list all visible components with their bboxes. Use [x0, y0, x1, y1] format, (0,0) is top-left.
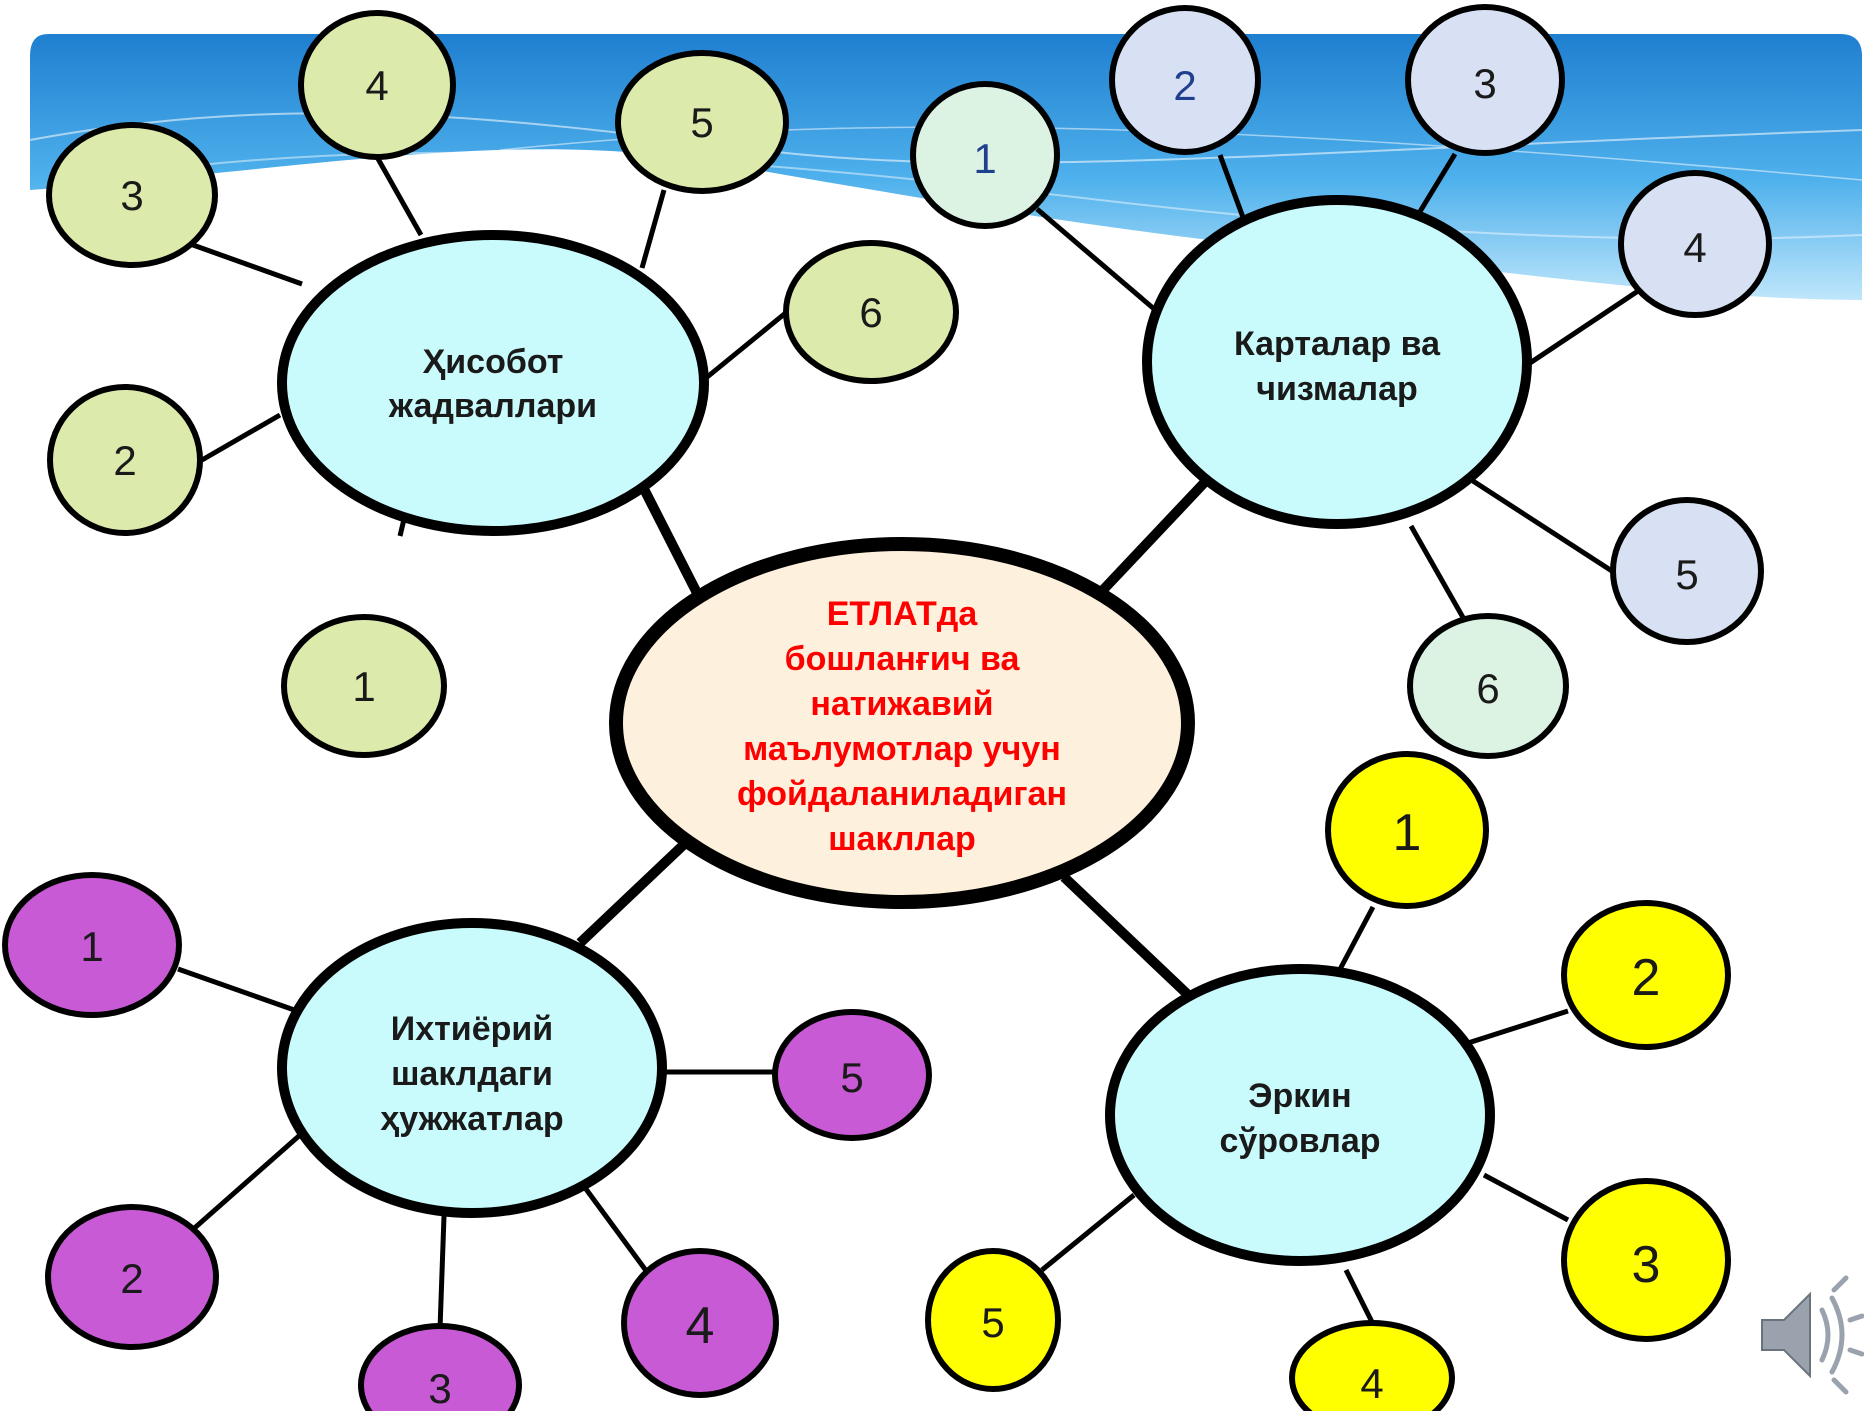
surveys-leaves: 1 2 3 4 5: [925, 751, 1731, 1411]
center-label-line3: натижавий: [810, 685, 993, 723]
reports-leaf-label: 3: [120, 172, 143, 219]
hub-maps: Карталар ва чизмалар: [1142, 195, 1532, 529]
center-label-line1: ЕТЛАТда: [827, 595, 979, 633]
surveys-leaf-3: 3: [1561, 1178, 1731, 1342]
surveys-leaf-4: 4: [1289, 1320, 1455, 1411]
hub-documents: Ихтиёрий шаклдаги ҳужжатлар: [277, 918, 667, 1218]
reports-leaf-6: 6: [783, 240, 959, 384]
documents-leaf-3: 3: [358, 1323, 522, 1411]
documents-leaf-4: 4: [621, 1248, 779, 1398]
reports-leaves: 1 2 3 4 5 6: [46, 10, 959, 758]
documents-leaf-label: 3: [428, 1365, 451, 1411]
reports-leaf-label: 4: [365, 62, 388, 109]
documents-leaf-5: 5: [772, 1009, 932, 1141]
reports-leaf-3: 3: [46, 122, 218, 268]
hub-reports-label-line1: Ҳисобот: [423, 343, 564, 381]
maps-leaf-label: 2: [1173, 62, 1196, 109]
maps-leaf-1: 1: [910, 81, 1060, 229]
reports-leaf-label: 6: [859, 289, 882, 336]
surveys-leaf-label: 4: [1360, 1360, 1383, 1407]
surveys-leaf-5: 5: [925, 1248, 1061, 1392]
maps-leaf-4: 4: [1618, 170, 1772, 318]
center-label-line6: шакллар: [828, 820, 976, 858]
surveys-leaf-2: 2: [1561, 900, 1731, 1050]
maps-leaf-6: 6: [1407, 613, 1569, 759]
documents-leaf-label: 1: [80, 923, 103, 970]
leaf-connectors: [177, 152, 1652, 1334]
maps-leaf-5: 5: [1610, 497, 1764, 645]
documents-leaf-label: 4: [686, 1297, 715, 1355]
surveys-leaf-label: 5: [981, 1299, 1004, 1346]
maps-leaf-2: 2: [1109, 5, 1261, 155]
maps-leaf-label: 4: [1683, 224, 1706, 271]
hub-maps-label-line2: чизмалар: [1256, 370, 1418, 408]
surveys-leaf-label: 3: [1632, 1236, 1661, 1294]
maps-leaf-label: 3: [1473, 60, 1496, 107]
reports-leaf-5: 5: [615, 50, 789, 194]
hub-reports-label-line2: жадваллари: [388, 387, 597, 425]
hub-documents-label-line2: шаклдаги: [391, 1055, 553, 1093]
documents-leaf-label: 5: [840, 1054, 863, 1101]
documents-leaf-2: 2: [45, 1204, 219, 1350]
surveys-leaf-label: 2: [1632, 949, 1661, 1007]
hub-surveys: Эркин сўровлар: [1105, 964, 1495, 1266]
hub-documents-label-line1: Ихтиёрий: [391, 1010, 553, 1048]
reports-leaf-4: 4: [298, 10, 456, 160]
documents-leaf-label: 2: [120, 1255, 143, 1302]
surveys-leaf-label: 1: [1393, 804, 1422, 862]
hub-surveys-label-line2: сўровлар: [1219, 1122, 1380, 1160]
center-label-line5: фойдаланиладиган: [737, 775, 1067, 813]
reports-leaf-label: 2: [113, 437, 136, 484]
hub-reports: Ҳисобот жадваллари: [277, 230, 709, 536]
hub-documents-label-line3: ҳужжатлар: [380, 1100, 563, 1138]
main-connectors: [576, 479, 1208, 1014]
surveys-leaf-1: 1: [1325, 751, 1489, 909]
center-node: ЕТЛАТда бошланғич ва натижавий маълумотл…: [609, 537, 1195, 909]
maps-leaves: 1 2 3 4 5 6: [910, 4, 1772, 759]
hub-surveys-label-line1: Эркин: [1248, 1077, 1351, 1115]
center-label-line4: маълумотлар учун: [743, 730, 1061, 768]
documents-leaf-1: 1: [2, 872, 182, 1018]
reports-leaf-2: 2: [47, 384, 203, 536]
maps-leaf-label: 5: [1675, 551, 1698, 598]
reports-leaf-label: 1: [352, 663, 375, 710]
reports-leaf-1: 1: [281, 614, 447, 758]
maps-leaf-3: 3: [1405, 4, 1565, 156]
speaker-icon[interactable]: [1761, 1275, 1864, 1395]
center-label-line2: бошланғич ва: [785, 640, 1021, 678]
maps-leaf-label: 1: [973, 135, 996, 182]
documents-leaves: 1 2 3 4 5: [2, 872, 932, 1411]
hub-maps-label-line1: Карталар ва: [1234, 325, 1441, 363]
reports-leaf-label: 5: [690, 99, 713, 146]
maps-leaf-label: 6: [1476, 665, 1499, 712]
